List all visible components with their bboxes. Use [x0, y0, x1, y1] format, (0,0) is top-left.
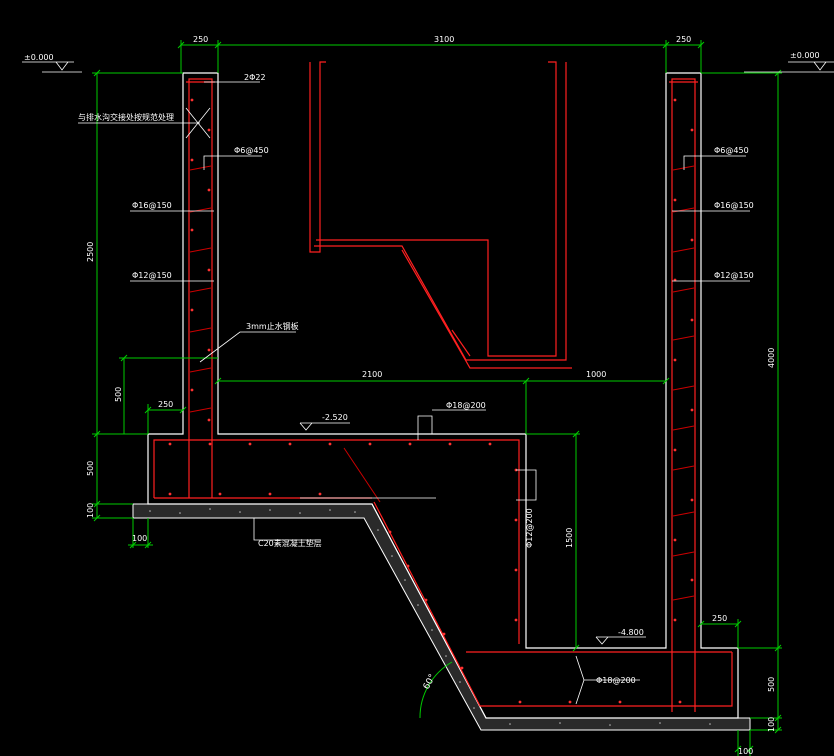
- dim-slope-height: 1500: [565, 528, 574, 548]
- level-marker-bottom: [595, 636, 646, 645]
- dim-left-height: 2500: [86, 242, 95, 262]
- label-stirrup-left: Φ6@450: [234, 146, 269, 155]
- base-slab-dots: [168, 442, 682, 704]
- structure-outline: [147, 72, 739, 719]
- label-bar-left-12: Φ12@150: [132, 271, 172, 280]
- label-bar-right-16: Φ16@150: [714, 201, 754, 210]
- label-note-left: 与排水沟交接处按规范处理: [78, 112, 174, 122]
- dim-right-pad: 100: [767, 717, 776, 732]
- level-marker-right: [744, 61, 834, 73]
- level-bottom-label: -4.800: [618, 628, 644, 637]
- dim-top-left-wall: 250: [193, 35, 208, 44]
- base-diagonal: [343, 447, 381, 503]
- dim-inner-span-left: 2100: [362, 370, 382, 379]
- label-bar-top: 2Φ22: [244, 73, 266, 82]
- label-concrete: C20素混凝土垫层: [258, 538, 322, 548]
- level-right-label: ±0.000: [790, 51, 820, 60]
- left-wall-ties: [189, 165, 212, 413]
- dim-left-toe: 250: [158, 400, 173, 409]
- dim-right-toe: 250: [712, 614, 727, 623]
- dim-inner-span-right: 1000: [586, 370, 606, 379]
- dim-left-bottom-pad: 100: [132, 534, 147, 543]
- label-stirrup-right: Φ6@450: [714, 146, 749, 155]
- level-marker-mid: [299, 422, 350, 431]
- left-wall-dots: [190, 98, 211, 422]
- concrete-blinding-layer: [132, 503, 751, 731]
- level-left-label: ±0.000: [24, 53, 54, 62]
- right-wall-dots: [673, 98, 694, 622]
- dim-top-span: 3100: [434, 35, 454, 44]
- label-bar-bottom: Φ18@200: [596, 676, 636, 685]
- concrete-speckle: [149, 508, 711, 726]
- left-wall-rebar-outer: [188, 78, 213, 498]
- dim-left-base: 500: [86, 461, 95, 476]
- dim-left-step: 500: [114, 387, 123, 402]
- right-wall-rebar-outer: [671, 78, 696, 712]
- level-mid-label: -2.520: [322, 413, 348, 422]
- label-waterstop: 3mm止水钢板: [246, 321, 299, 331]
- label-bar-right-12: Φ12@150: [714, 271, 754, 280]
- dim-left-pad: 100: [86, 503, 95, 518]
- dimension-lines: [92, 40, 782, 756]
- dim-right-bottom-pad: 100: [738, 747, 753, 756]
- label-bar-slab: Φ18@200: [446, 401, 486, 410]
- level-marker-left: [22, 61, 82, 73]
- label-bar-left-16: Φ16@150: [132, 201, 172, 210]
- leader-lines: [78, 81, 750, 705]
- right-wall-ties: [672, 165, 695, 601]
- rebar-detail: [309, 61, 572, 369]
- slope-rebar: [373, 501, 733, 707]
- dim-top-right-wall: 250: [676, 35, 691, 44]
- label-bar-vertical: Φ12@200: [525, 508, 534, 548]
- dim-right-total: 4000: [767, 348, 776, 368]
- base-slab-rebar-top: [153, 439, 520, 644]
- dim-right-base: 500: [767, 677, 776, 692]
